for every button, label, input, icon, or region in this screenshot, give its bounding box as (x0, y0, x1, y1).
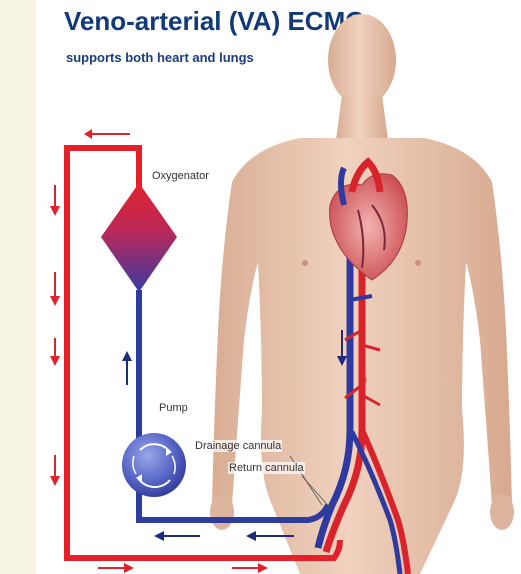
pump-label: Pump (159, 402, 188, 414)
oxygenator (101, 183, 177, 292)
right-hand (490, 494, 514, 530)
drainage-cannula-label: Drainage cannula (194, 440, 282, 452)
left-nipple (302, 260, 308, 266)
left-hand (210, 494, 234, 530)
right-nipple (415, 260, 421, 266)
pump (122, 433, 186, 497)
oxygenator-label: Oxygenator (152, 170, 209, 182)
neck (336, 95, 388, 140)
return-cannula-label: Return cannula (228, 462, 305, 474)
head (328, 14, 396, 106)
